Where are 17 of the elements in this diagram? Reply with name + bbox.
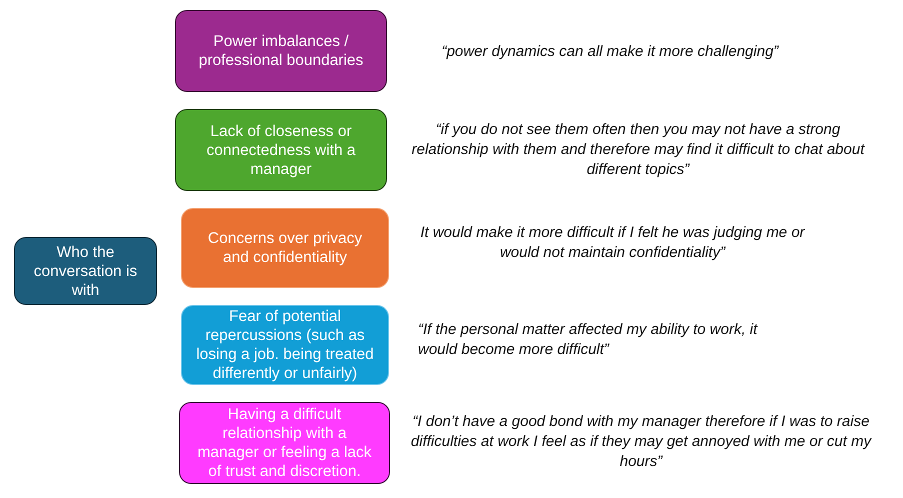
node-label: Who the conversation is with (32, 242, 138, 300)
node-label: Lack of closeness or connectedness with a manager (205, 122, 357, 178)
node-label: Concerns over privacy and confidentiality (206, 229, 364, 267)
theme-box (181, 305, 389, 385)
theme-box (175, 10, 387, 92)
quote-text: It would make it more difficult if I felt he was judging me or would not maintain confidentiality” (420, 223, 805, 263)
theme-box (179, 402, 390, 484)
quote-text: “I don’t have a good bond with my manager therefore if I was to raise difficulties at work I feel as if they may get annoyed with me or cut my hours” (410, 412, 872, 472)
theme-box (181, 208, 389, 288)
quote-text: “if you do not see them often then you may not have a strong relationship with them and therefore may find it difficult to chat about different topics” (410, 120, 866, 180)
node-label: Fear of potential repercussions (such as losing a job. being treated differently or unfairly) (195, 307, 375, 383)
node-label: Having a difficult relationship with a manager or feeling a lack of trust and discretion. (196, 405, 373, 481)
quote-text: “power dynamics can all make it more challenging” (440, 42, 780, 62)
theme-box (175, 109, 387, 191)
node-label: Power imbalances / professional boundaries (198, 32, 364, 70)
topic-box (14, 237, 157, 305)
quote-text: “If the personal matter affected my ability to work, it would become more difficult” (418, 320, 759, 360)
